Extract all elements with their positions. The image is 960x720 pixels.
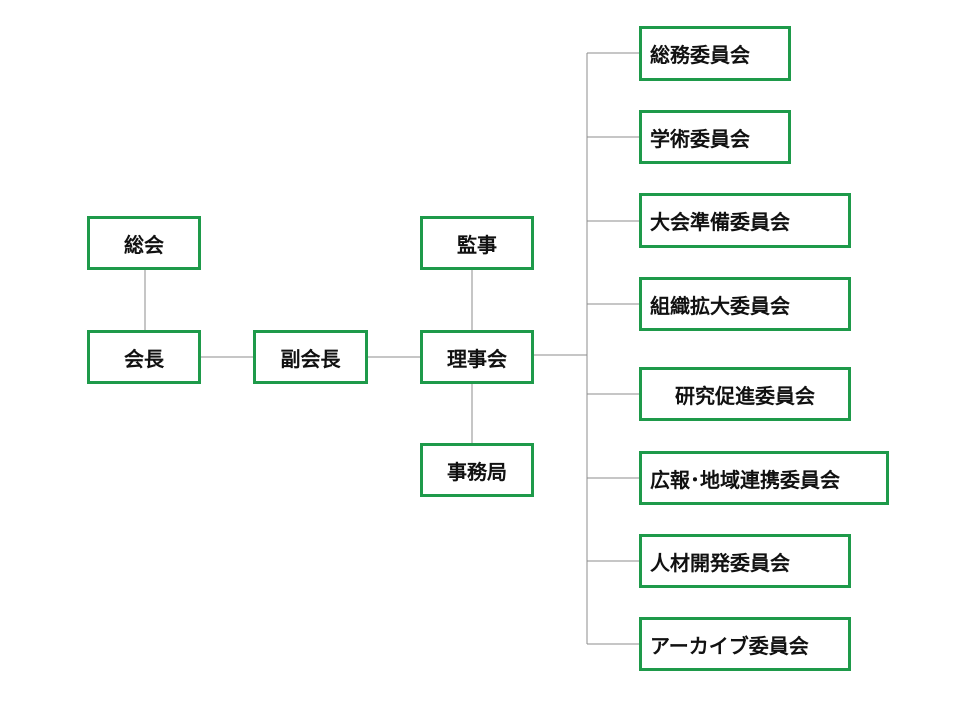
node-secretariat: 事務局 — [420, 443, 534, 497]
node-committee-organization-expansion: 組織拡大委員会 — [639, 277, 851, 331]
node-committee-hr-development: 人材開発委員会 — [639, 534, 851, 588]
node-committee-academic: 学術委員会 — [639, 110, 791, 164]
node-president: 会長 — [87, 330, 201, 384]
node-vice-president: 副会長 — [253, 330, 368, 384]
node-committee-pr-regional: 広報･地域連携委員会 — [639, 451, 889, 505]
node-label: 副会長 — [280, 346, 341, 371]
node-label: 監事 — [457, 232, 497, 257]
node-committee-general-affairs: 総務委員会 — [639, 26, 791, 81]
node-label: 学術委員会 — [650, 126, 750, 151]
node-label: 広報･地域連携委員会 — [650, 467, 840, 492]
node-committee-research-promotion: 研究促進委員会 — [639, 367, 851, 421]
node-label: アーカイブ委員会 — [650, 633, 809, 658]
node-committee-conference-prep: 大会準備委員会 — [639, 193, 851, 248]
node-label: 会長 — [124, 346, 164, 371]
node-auditor: 監事 — [420, 216, 534, 270]
node-label: 大会準備委員会 — [650, 210, 790, 234]
node-committee-archive: アーカイブ委員会 — [639, 617, 851, 671]
node-label: 組織拡大委員会 — [650, 293, 790, 318]
node-label: 研究促進委員会 — [675, 383, 815, 408]
node-label: 事務局 — [447, 459, 507, 484]
node-general-assembly: 総会 — [87, 216, 201, 270]
node-label: 理事会 — [447, 346, 507, 371]
node-board: 理事会 — [420, 330, 534, 384]
node-label: 人材開発委員会 — [650, 550, 790, 575]
node-label: 総務委員会 — [650, 43, 750, 67]
node-label: 総会 — [124, 232, 164, 257]
